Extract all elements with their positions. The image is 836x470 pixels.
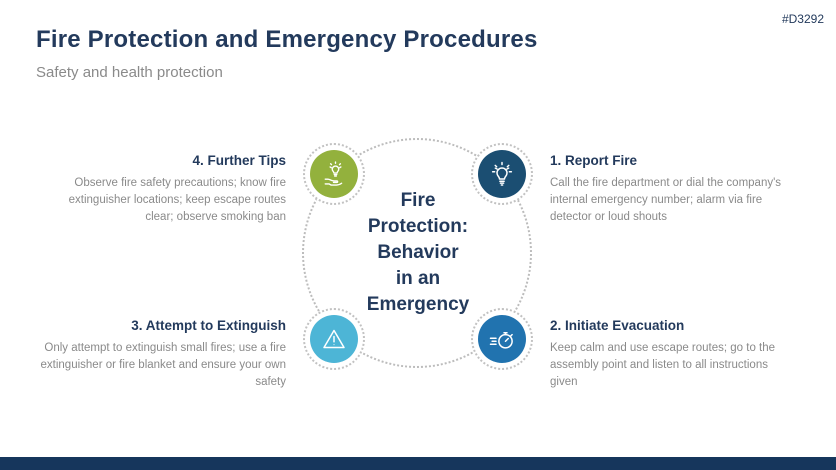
footer-bar (0, 457, 836, 470)
node-initiate-evacuation (471, 308, 533, 370)
stopwatch-speed-icon (487, 324, 517, 354)
attempt-extinguish-disc (310, 315, 358, 363)
step-title: 4. Further Tips (192, 153, 286, 168)
step-title: 1. Report Fire (550, 153, 638, 168)
report-fire-disc (478, 150, 526, 198)
center-label-line: Protection: (367, 216, 469, 237)
initiate-evacuation-disc (478, 315, 526, 363)
step-further-tips: 4. Further Tips Observe fire safety prec… (38, 153, 286, 226)
dashed-cycle-circle (302, 138, 532, 368)
center-label-line: Emergency (366, 294, 470, 315)
lightbulb-rays-icon (487, 159, 517, 189)
center-label-line: Behavior (377, 242, 459, 263)
step-initiate-evacuation: 2. Initiate Evacuation Keep calm and use… (550, 318, 780, 391)
slide-id: #D3292 (781, 12, 824, 26)
step-title: 2. Initiate Evacuation (550, 318, 685, 333)
step-description: Observe fire safety precautions; know fi… (68, 177, 286, 223)
further-tips-disc (310, 150, 358, 198)
center-label-line: in an (395, 268, 441, 289)
hand-holding-bulb-icon (319, 159, 349, 189)
node-report-fire (471, 143, 533, 205)
step-description: Call the fire department or dial the com… (550, 177, 782, 223)
page-title: Fire Protection and Emergency Procedures (36, 26, 538, 53)
step-report-fire: 1. Report Fire Call the fire department … (550, 153, 788, 226)
step-description: Only attempt to extinguish small fires; … (40, 342, 286, 388)
page-subtitle: Safety and health protection (36, 64, 223, 81)
warning-triangle-icon (319, 324, 349, 354)
diagram-center-label: Fire Protection: Behavior in an Emergenc… (318, 138, 518, 368)
step-attempt-extinguish: 3. Attempt to Extinguish Only attempt to… (38, 318, 286, 391)
node-attempt-extinguish (303, 308, 365, 370)
step-title: 3. Attempt to Extinguish (131, 318, 286, 333)
center-label-line: Fire (400, 190, 436, 211)
node-further-tips (303, 143, 365, 205)
step-description: Keep calm and use escape routes; go to t… (550, 342, 776, 388)
